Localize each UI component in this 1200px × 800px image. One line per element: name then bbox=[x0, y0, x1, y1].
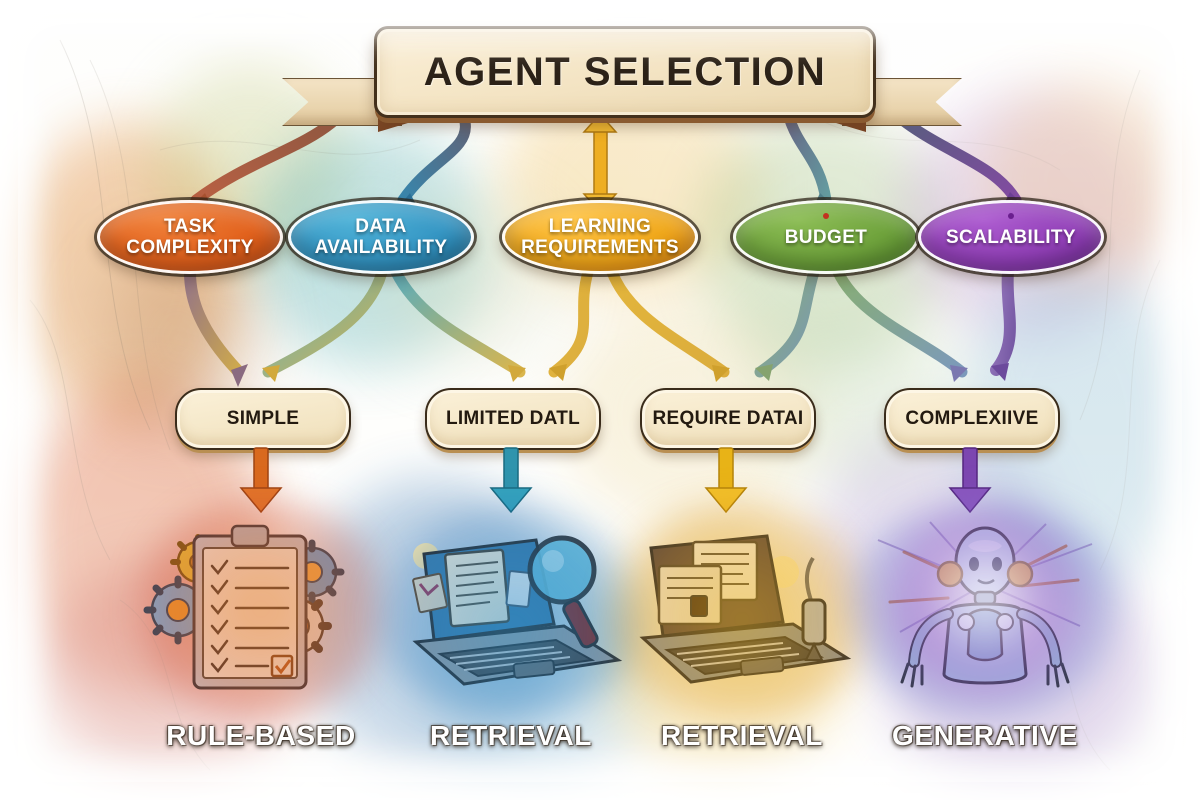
criteria-node-label: BUDGET bbox=[784, 226, 868, 248]
condition-label: COMPLEXIIVE bbox=[905, 408, 1039, 429]
budget-marker-dot bbox=[823, 213, 829, 219]
criteria-node-budget[interactable]: BUDGET bbox=[733, 200, 919, 274]
condition-label: REQUIRE DATAI bbox=[652, 408, 804, 429]
criteria-node-task-complexity[interactable]: TASK COMPLEXITY bbox=[97, 200, 283, 274]
outcome-label-retrieval-2: RETRIEVAL bbox=[617, 720, 867, 752]
criteria-node-label: TASK COMPLEXITY bbox=[126, 216, 254, 258]
criteria-node-data-availability[interactable]: DATA AVAILABILITY bbox=[288, 200, 474, 274]
criteria-node-learning-requirements[interactable]: LEARNING REQUIREMENTS bbox=[502, 200, 698, 274]
outcome-illustration-retrieval-1 bbox=[372, 500, 650, 718]
outcome-illustration-generative bbox=[846, 500, 1124, 718]
scalability-marker-dot bbox=[1008, 213, 1014, 219]
condition-box-complex[interactable]: COMPLEXIIVE bbox=[884, 388, 1060, 450]
outcome-illustration-rule-based bbox=[122, 500, 400, 718]
outcome-text: RETRIEVAL bbox=[661, 720, 823, 751]
condition-label: SIMPLE bbox=[226, 408, 300, 429]
title-banner: AGENT SELECTION bbox=[282, 26, 962, 134]
outcome-text: RULE-BASED bbox=[166, 720, 356, 751]
criteria-node-label: DATA AVAILABILITY bbox=[314, 216, 448, 258]
outcome-label-retrieval-1: RETRIEVAL bbox=[386, 720, 636, 752]
outcome-text: GENERATIVE bbox=[892, 720, 1078, 751]
criteria-node-label: SCALABILITY bbox=[945, 226, 1076, 248]
outcome-text: RETRIEVAL bbox=[430, 720, 592, 751]
criteria-node-label: LEARNING REQUIREMENTS bbox=[521, 216, 679, 258]
outcome-label-generative: GENERATIVE bbox=[860, 720, 1110, 752]
criteria-node-scalability[interactable]: SCALABILITY bbox=[918, 200, 1104, 274]
condition-box-require-data[interactable]: REQUIRE DATAI bbox=[640, 388, 816, 450]
outcome-illustration-retrieval-2 bbox=[603, 500, 881, 718]
page-title: AGENT SELECTION bbox=[423, 49, 827, 94]
condition-box-simple[interactable]: SIMPLE bbox=[175, 388, 351, 450]
condition-label: LIMITED DATL bbox=[445, 408, 581, 429]
outcome-label-rule-based: RULE-BASED bbox=[136, 720, 386, 752]
title-plate: AGENT SELECTION bbox=[374, 26, 876, 118]
